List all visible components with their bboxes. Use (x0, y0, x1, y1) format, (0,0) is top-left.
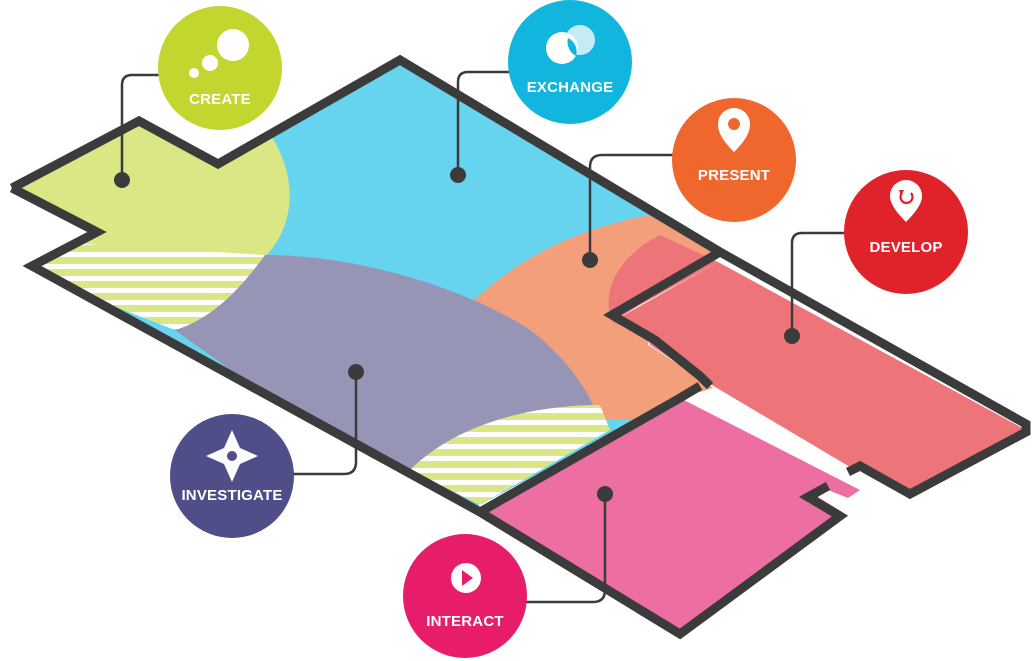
develop-circle (844, 170, 968, 294)
create-label: CREATE (189, 91, 251, 108)
create-badge[interactable]: CREATE (158, 6, 282, 130)
compass-icon (206, 430, 258, 482)
create-stripe-area (20, 240, 265, 330)
exchange-badge[interactable]: EXCHANGE (508, 0, 632, 124)
present-label: PRESENT (698, 167, 770, 184)
leader-interact (520, 494, 607, 604)
leader-present (588, 153, 678, 260)
develop-zone (612, 262, 1026, 492)
develop-label: DEVELOP (869, 239, 942, 256)
exchange-label: EXCHANGE (527, 79, 614, 96)
leader-exchange (456, 70, 515, 175)
create-zone (10, 121, 290, 262)
interact-badge[interactable]: INTERACT (403, 534, 527, 658)
develop-badge[interactable]: DEVELOP (844, 170, 968, 294)
present-badge[interactable]: PRESENT (672, 98, 796, 222)
refresh-pin-icon (890, 180, 922, 222)
anchor-develop (784, 328, 800, 344)
interact-label: INTERACT (426, 613, 503, 630)
wall-interact-bottom (477, 482, 849, 640)
leader-develop (790, 231, 848, 336)
wall-develop (717, 248, 1031, 500)
overlapping-circles-icon (546, 25, 595, 64)
interact-zone (480, 398, 860, 630)
investigate-stripe-area (410, 405, 610, 505)
walls (9, 54, 1031, 640)
anchor-exchange (450, 167, 466, 183)
present-circle (672, 98, 796, 222)
leader-investigate (292, 372, 358, 476)
map-pin-icon (718, 108, 750, 152)
investigate-label: INVESTIGATE (181, 487, 282, 504)
investigate-badge[interactable]: INVESTIGATE (170, 414, 294, 538)
anchor-dots (114, 167, 800, 502)
anchor-present (582, 252, 598, 268)
interact-circle (403, 534, 527, 658)
play-icon (451, 563, 481, 593)
exchange-circle (508, 0, 632, 124)
leader-create (120, 73, 165, 180)
anchor-investigate (348, 364, 364, 380)
create-circle (158, 6, 282, 130)
wall-main-left (9, 184, 483, 516)
anchor-interact (597, 486, 613, 502)
wall-interact-top (477, 382, 703, 516)
anchor-create (114, 172, 130, 188)
bubbles-icon (189, 29, 249, 78)
leader-lines (120, 70, 848, 604)
